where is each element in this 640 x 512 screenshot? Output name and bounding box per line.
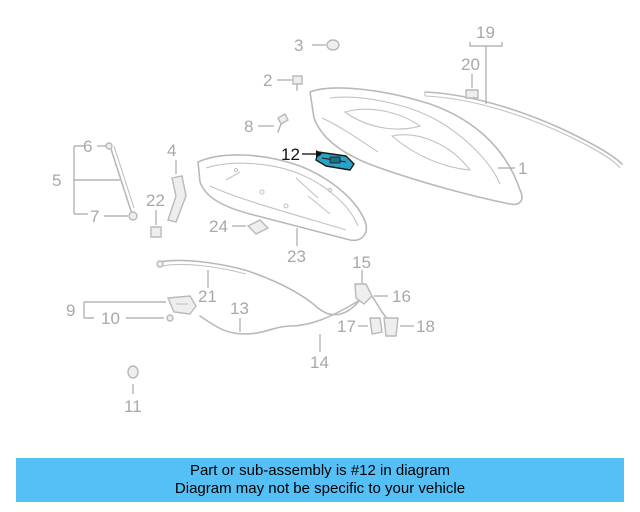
parts-diagram: 1 19 20 3 2 8 12 <box>52 23 623 416</box>
bumper-stop <box>326 39 340 51</box>
hood-insulator <box>197 154 368 242</box>
callout-14: 14 <box>310 353 329 372</box>
callout-4: 4 <box>167 141 176 160</box>
callout-5: 5 <box>52 171 61 190</box>
callout-21: 21 <box>198 287 217 306</box>
callout-22: 22 <box>146 191 165 210</box>
handle-screw <box>166 314 174 322</box>
callout-2: 2 <box>263 71 272 90</box>
callout-10: 10 <box>101 309 120 328</box>
leader-9 <box>83 301 166 319</box>
callout-3: 3 <box>294 36 303 55</box>
bracket-22 <box>150 226 162 238</box>
clip-17 <box>369 317 383 335</box>
callout-17: 17 <box>337 317 356 336</box>
callout-7: 7 <box>90 207 99 226</box>
clip-2 <box>292 75 303 91</box>
callout-19: 19 <box>476 23 495 42</box>
callout-6: 6 <box>83 137 92 156</box>
callout-13: 13 <box>230 299 249 318</box>
leader-12-arrowhead <box>316 150 322 158</box>
banner-line-1: Part or sub-assembly is #12 in diagram <box>189 462 451 479</box>
clip-18 <box>383 317 399 337</box>
callout-11: 11 <box>124 397 142 416</box>
hood-panel <box>309 87 523 206</box>
release-handle <box>166 295 197 315</box>
callout-20: 20 <box>461 55 480 74</box>
info-banner: Part or sub-assembly is #12 in diagram D… <box>16 458 624 502</box>
callout-9: 9 <box>66 301 75 320</box>
leader-19 <box>469 42 503 104</box>
callout-12: 12 <box>281 145 300 164</box>
leader-5 <box>73 145 120 215</box>
seal-clip <box>465 89 479 99</box>
latch-striker <box>315 151 355 171</box>
banner-line-2: Diagram may not be specific to your vehi… <box>174 480 466 497</box>
hood-latch <box>354 283 389 321</box>
hood-hinge <box>167 175 187 223</box>
callout-8: 8 <box>244 117 253 136</box>
grommet-11 <box>127 365 139 379</box>
release-cable <box>156 259 361 335</box>
callout-1: 1 <box>518 159 527 178</box>
hood-seal <box>424 91 623 169</box>
callout-16: 16 <box>392 287 411 306</box>
callout-18: 18 <box>416 317 435 336</box>
screw-8 <box>277 113 289 133</box>
insulator-retainer <box>246 219 270 235</box>
callout-15: 15 <box>352 253 371 272</box>
callout-23: 23 <box>287 247 306 266</box>
callout-24: 24 <box>209 217 228 236</box>
lift-support <box>105 142 138 221</box>
